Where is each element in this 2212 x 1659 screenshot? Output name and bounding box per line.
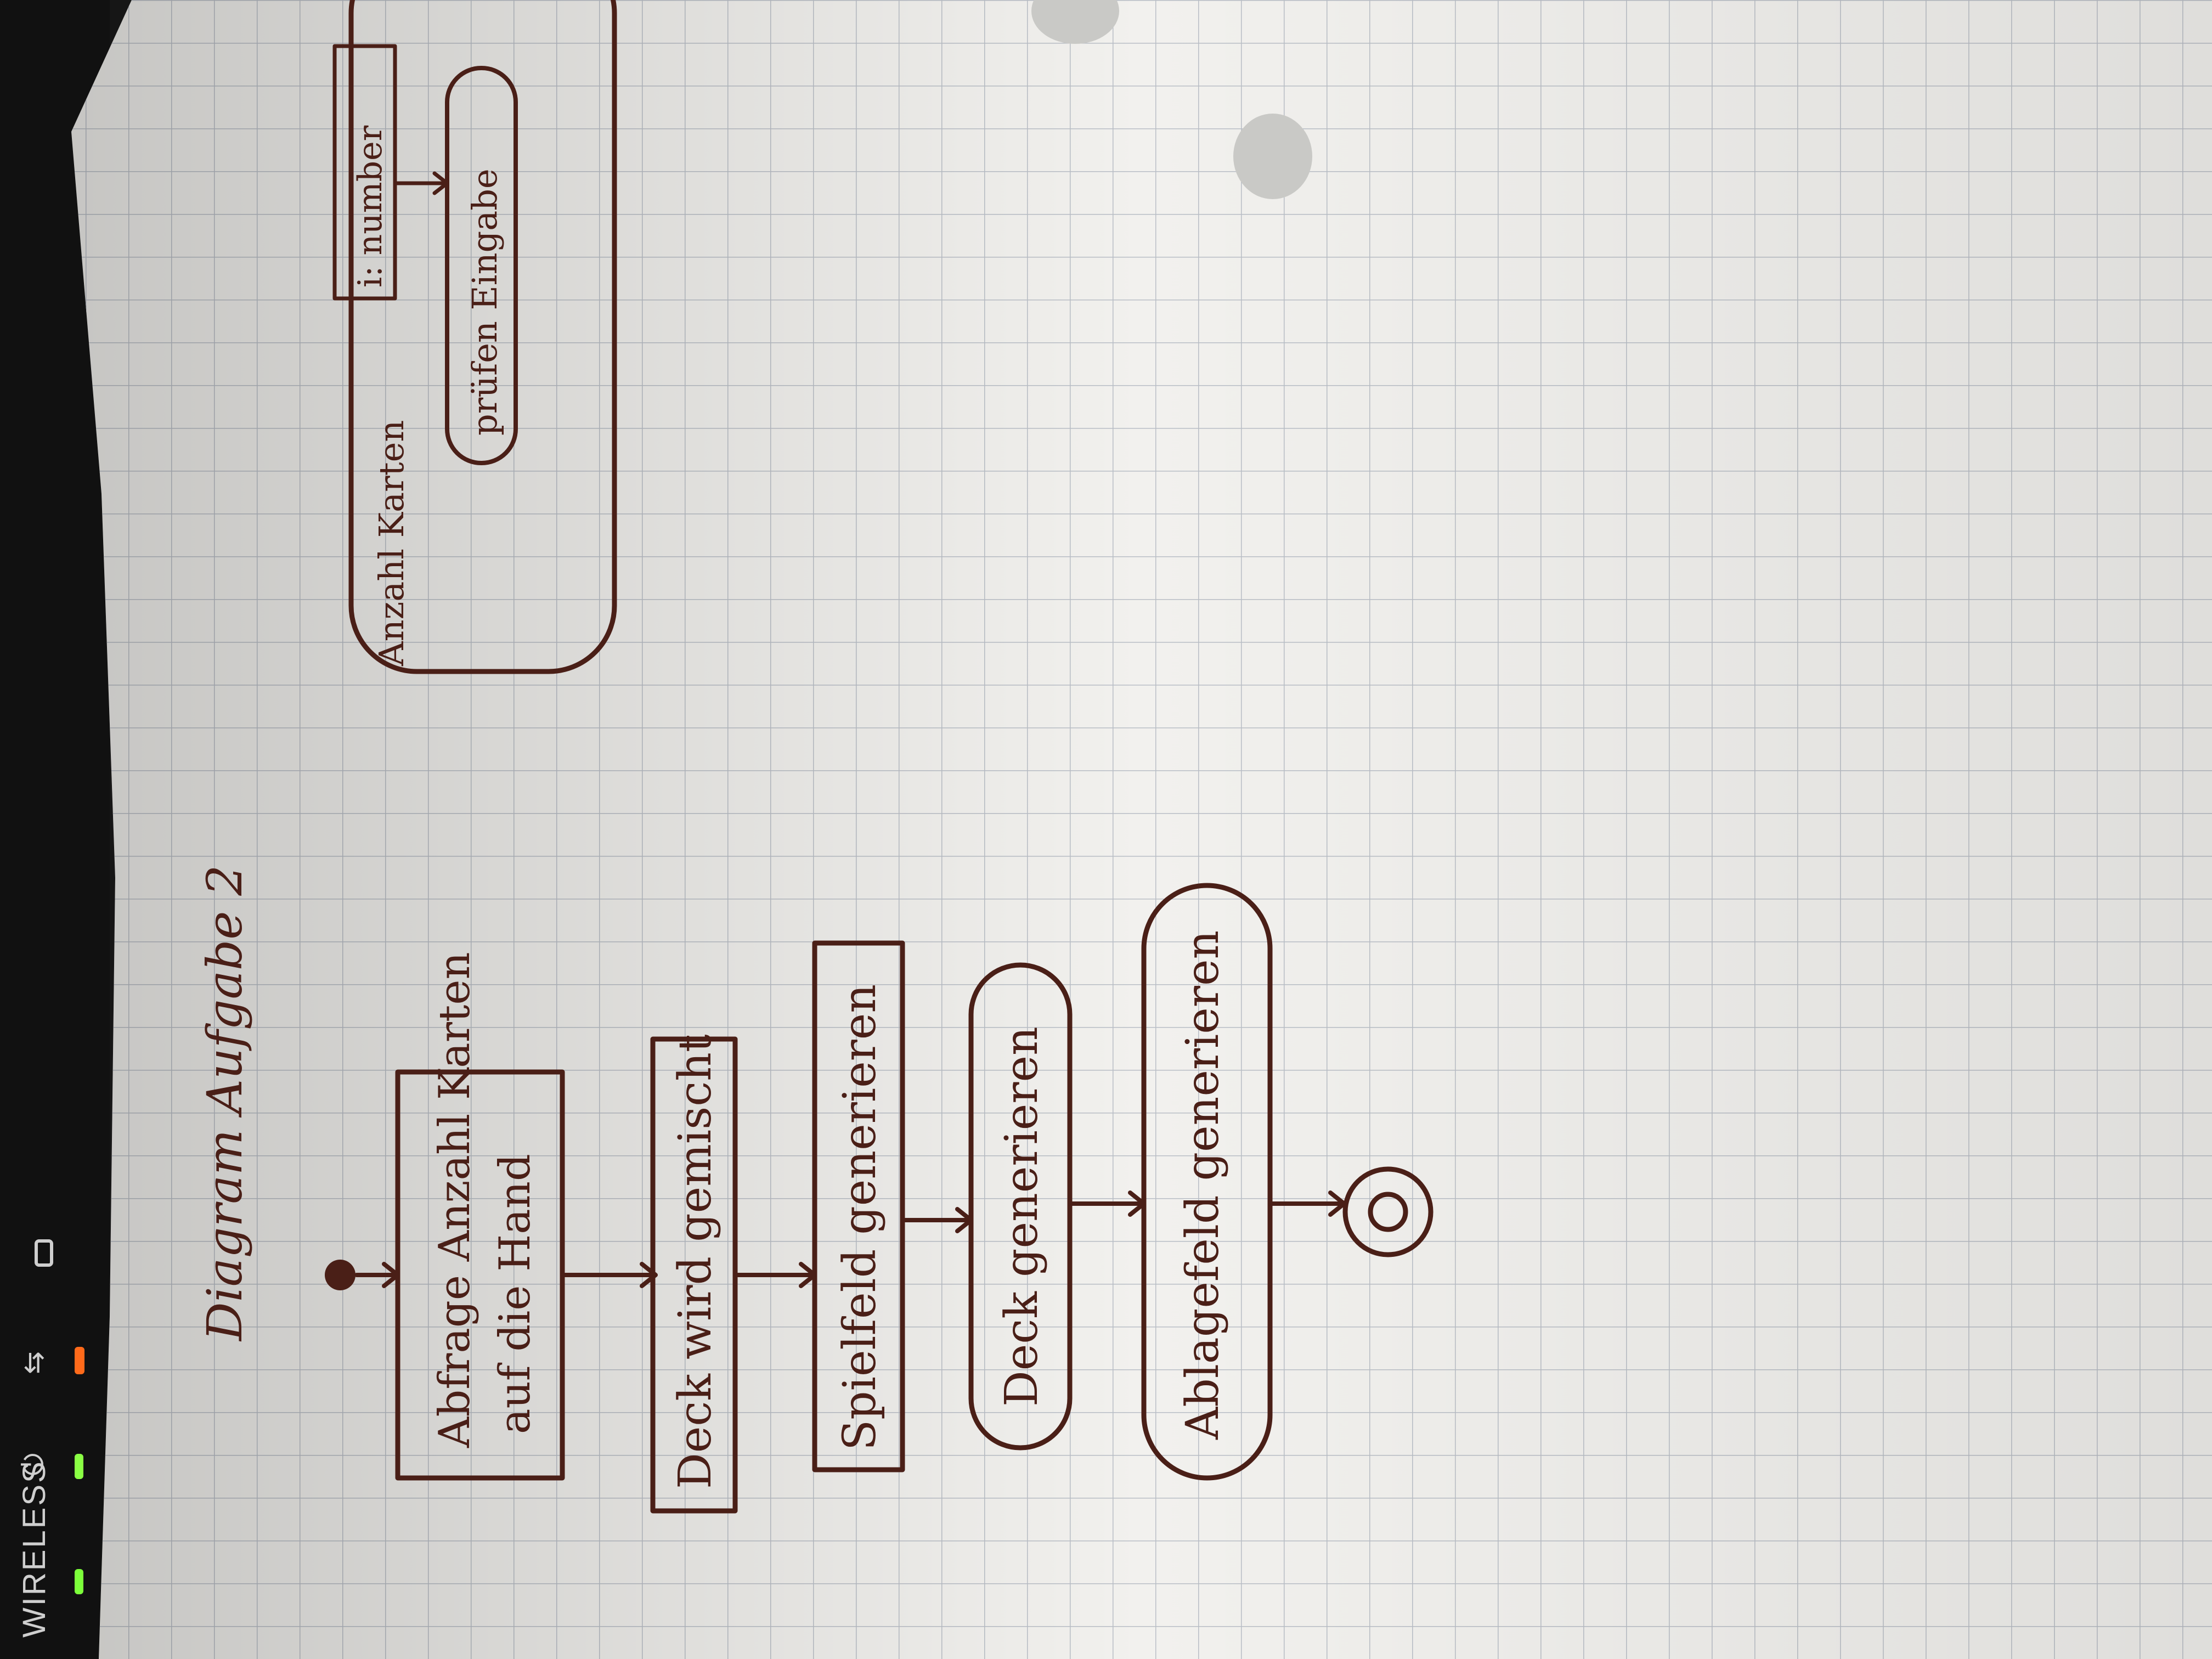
action-pruefen-eingabe-label: prüfen Eingabe: [465, 168, 505, 436]
power-icon: ⏻: [17, 1453, 50, 1476]
diagram-title: Diagram Aufgabe 2: [196, 865, 253, 1342]
action-ablagefeld: [1141, 883, 1273, 1481]
flow-arrow: [560, 1262, 658, 1288]
action-deck-gemischt-label: Deck wird gemischt: [669, 1034, 721, 1489]
subactivity-frame: [348, 0, 617, 674]
action-ablagefeld-label: Ablagefeld generieren: [1177, 930, 1229, 1440]
wifi-indicator: [75, 1454, 83, 1479]
usb-indicator: [75, 1347, 84, 1374]
brand-label: WIRELESS: [16, 1460, 52, 1638]
punch-hole: [1031, 0, 1119, 44]
battery-icon: [35, 1239, 53, 1267]
input-pin-label: i: number: [351, 125, 390, 287]
final-node-core: [1368, 1192, 1408, 1232]
action-pruefen-eingabe: [445, 66, 518, 465]
action-deck-generieren: [968, 962, 1073, 1451]
action-abfrage-line1: Abfrage Anzahl Karten: [430, 952, 479, 1448]
initial-node: [325, 1260, 356, 1290]
power-indicator: [75, 1569, 83, 1594]
action-deck-generieren-label: Deck generieren: [996, 1026, 1048, 1407]
action-abfrage-line2: auf die Hand: [490, 1154, 540, 1434]
final-node: [1342, 1166, 1434, 1257]
input-pin: [332, 44, 397, 301]
usb-icon: ⇆: [18, 1351, 49, 1374]
activity-diagram: Diagram Aufgabe 2 Abfrage Anzahl Karten …: [196, 0, 1434, 1514]
subactivity-frame-label: Anzahl Karten: [371, 420, 411, 667]
action-spielfeld: [812, 940, 905, 1472]
action-spielfeld-label: Spielfeld generieren: [834, 984, 886, 1451]
punch-hole: [1233, 114, 1312, 199]
grid-paper: [71, 0, 2212, 1659]
